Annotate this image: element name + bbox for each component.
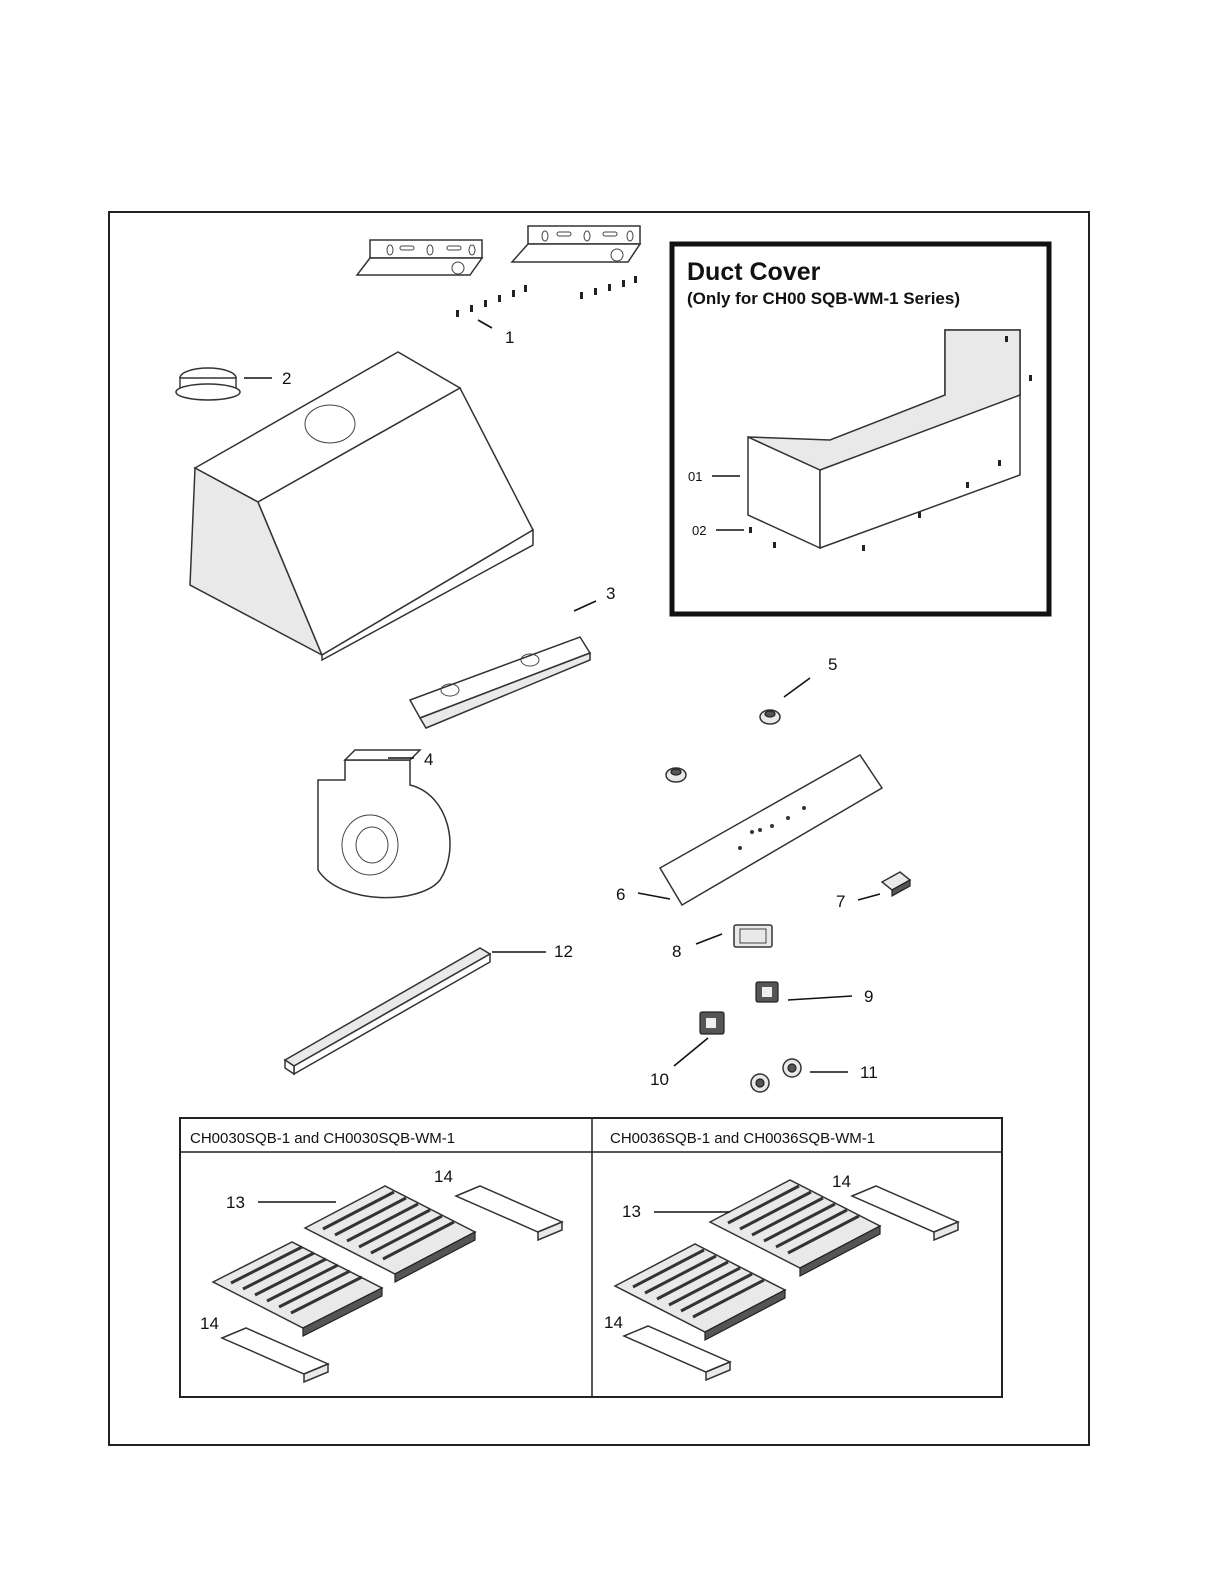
part-5-knob-caps [666,710,780,782]
part-11-knobs [751,1059,801,1092]
left-column-header: CH0030SQB-1 and CH0030SQB-WM-1 [190,1130,455,1147]
part-2-duct-collar [176,368,240,400]
part-3-light-panel [410,637,590,728]
part-10-bracket [700,1012,724,1034]
callout-4: 4 [424,750,433,769]
callout-5: 5 [828,655,837,674]
part-9-bracket [756,982,778,1002]
left-callout-13: 13 [226,1193,245,1212]
right-callout-14-bottom: 14 [604,1313,623,1332]
callout-2: 2 [282,369,291,388]
duct-callout-02: 02 [692,523,706,538]
duct-cover-subtitle: (Only for CH00 SQB-WM-1 Series) [687,289,960,308]
part-4-blower [318,750,450,898]
part-8-switch-module [734,925,772,947]
part-6-control-panel [660,755,882,905]
callout-11: 11 [860,1063,878,1082]
callout-10: 10 [650,1070,669,1089]
range-hood-body [190,352,533,660]
part-12-rail [285,948,490,1074]
callout-7: 7 [836,892,845,911]
left-callout-14-top: 14 [434,1167,453,1186]
part-1-mounting-brackets [357,226,640,317]
callout-12: 12 [554,942,573,961]
left-callout-14-bottom: 14 [200,1314,219,1333]
part-7-switch [882,872,910,896]
duct-cover-panel: Duct Cover (Only for CH00 SQB-WM-1 Serie… [672,244,1049,614]
callout-1: 1 [505,328,514,347]
callout-3: 3 [606,584,615,603]
filter-table: CH0030SQB-1 and CH0030SQB-WM-1 CH0036SQB… [180,1118,1002,1397]
duct-callout-01: 01 [688,469,702,484]
right-callout-13: 13 [622,1202,641,1221]
callout-8: 8 [672,942,681,961]
right-column-header: CH0036SQB-1 and CH0036SQB-WM-1 [610,1130,875,1147]
duct-cover-title: Duct Cover [687,258,821,286]
callout-6: 6 [616,885,625,904]
right-callout-14-top: 14 [832,1172,851,1191]
callout-9: 9 [864,987,873,1006]
